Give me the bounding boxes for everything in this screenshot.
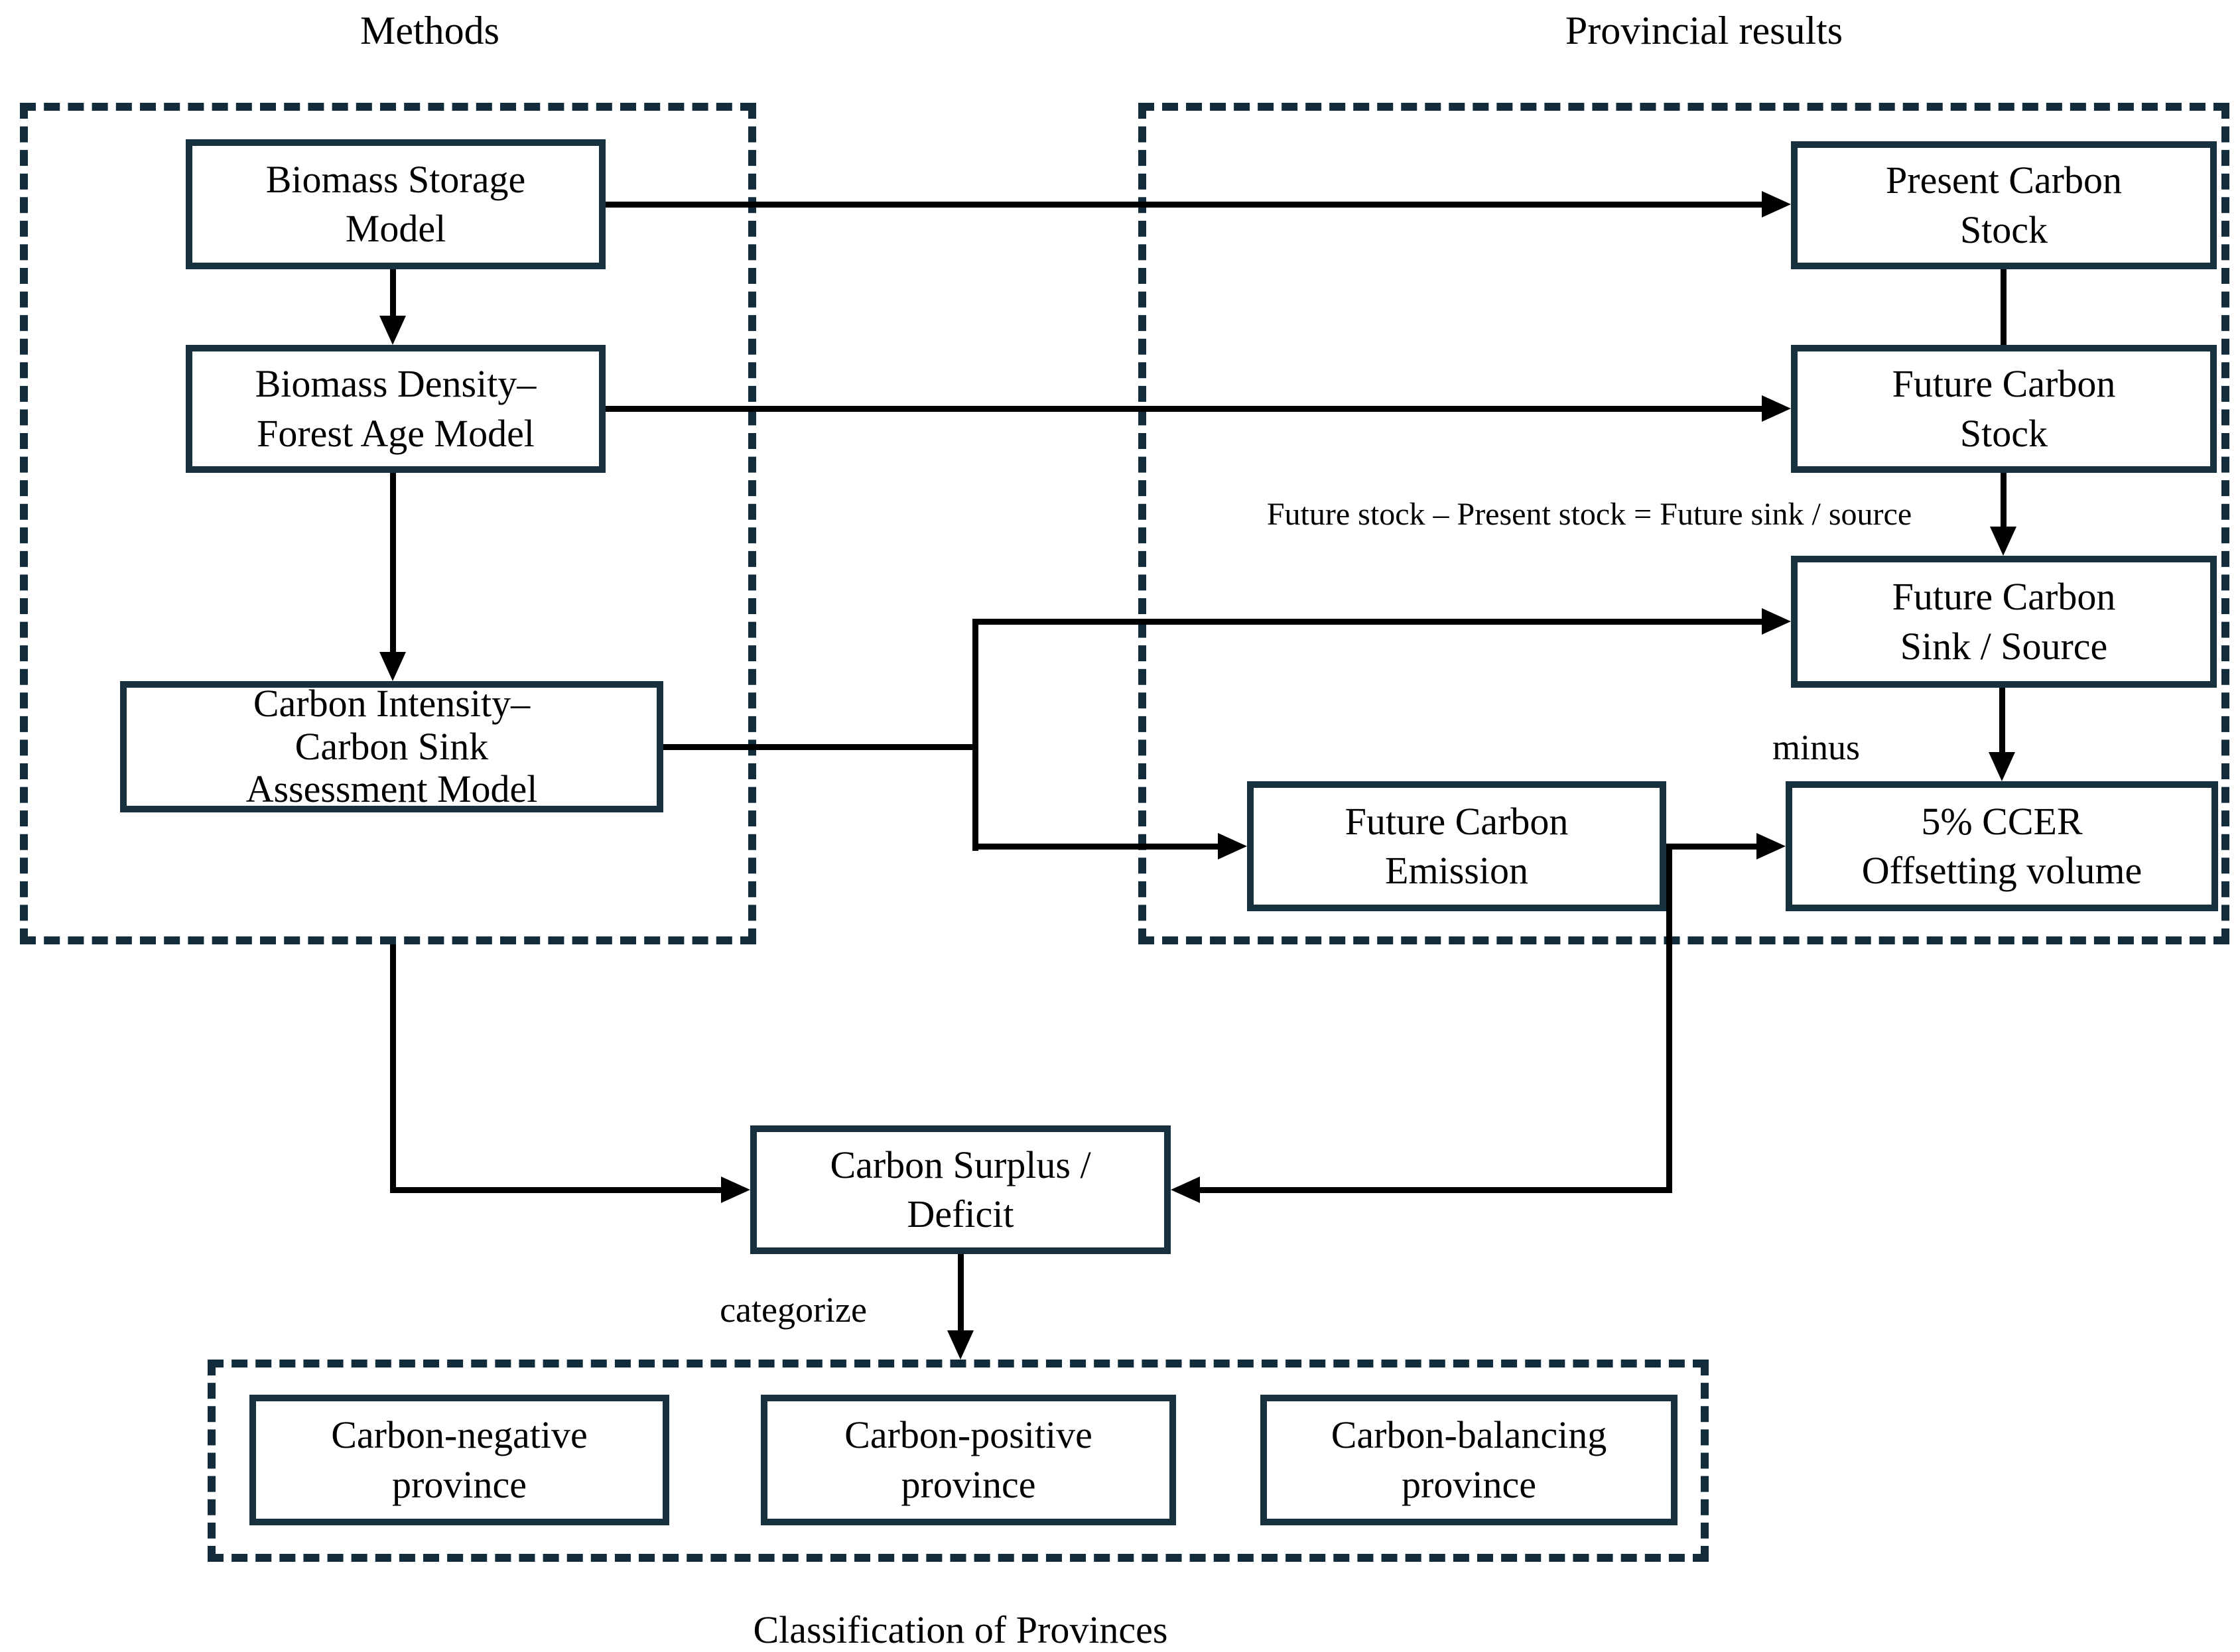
arrowhead-storage-to-density: [379, 316, 406, 345]
methods-title: Methods: [360, 9, 499, 52]
connector-present-to-future-stock: [2001, 269, 2007, 345]
connector-intensity-to-junction: [663, 744, 978, 750]
methods-container: [20, 103, 756, 944]
minus-label: minus: [1772, 728, 1861, 767]
connector-right-to-surplus: [1200, 1187, 1672, 1193]
arrowhead-emission-to-ccer: [1756, 833, 1786, 859]
categorize-label: categorize: [720, 1290, 867, 1330]
arrowhead-left-to-surplus: [721, 1176, 750, 1203]
connector-density-to-intensity: [390, 473, 396, 653]
connector-left-to-surplus: [390, 1187, 721, 1193]
arrowhead-future-stock-to-sink-source: [1990, 527, 2016, 556]
connector-storage-to-present-stock: [606, 202, 1764, 208]
connector-junction-to-emission: [972, 844, 1218, 850]
classification-container: [208, 1360, 1709, 1562]
node-carbon-surplus-deficit: Carbon Surplus /Deficit: [750, 1125, 1171, 1254]
classification-caption: Classification of Provinces: [753, 1608, 1168, 1651]
connector-density-to-future-stock: [606, 406, 1764, 412]
connector-sink-source-to-ccer: [1999, 688, 2005, 753]
arrowhead-density-to-intensity: [379, 652, 406, 681]
connector-junction-to-sink-source: [972, 619, 1762, 625]
arrowhead-surplus-to-classification: [947, 1330, 974, 1360]
equation-label: Future stock – Present stock = Future si…: [1266, 497, 1912, 532]
connector-surplus-to-classification: [958, 1254, 964, 1332]
provincial-results-container: [1138, 103, 2229, 944]
connector-emission-branch-down: [1666, 844, 1672, 1193]
arrowhead-right-to-surplus: [1171, 1176, 1200, 1203]
connector-future-stock-to-sink-source: [2001, 473, 2007, 528]
node-biomass-density-forest-age-model: Biomass Density–Forest Age Model: [186, 345, 606, 473]
arrowhead-junction-to-emission: [1218, 833, 1247, 859]
connector-methods-branch-down: [390, 944, 396, 1193]
arrowhead-junction-to-sink-source: [1762, 608, 1791, 635]
arrowhead-storage-to-present-stock: [1762, 191, 1791, 218]
connector-junction-vertical: [972, 619, 978, 851]
connector-emission-to-ccer: [1666, 844, 1756, 850]
arrowhead-sink-source-to-ccer: [1989, 752, 2015, 781]
provincial-results-title: Provincial results: [1565, 9, 1843, 52]
arrowhead-density-to-future-stock: [1762, 395, 1791, 422]
connector-storage-to-density: [390, 269, 396, 320]
